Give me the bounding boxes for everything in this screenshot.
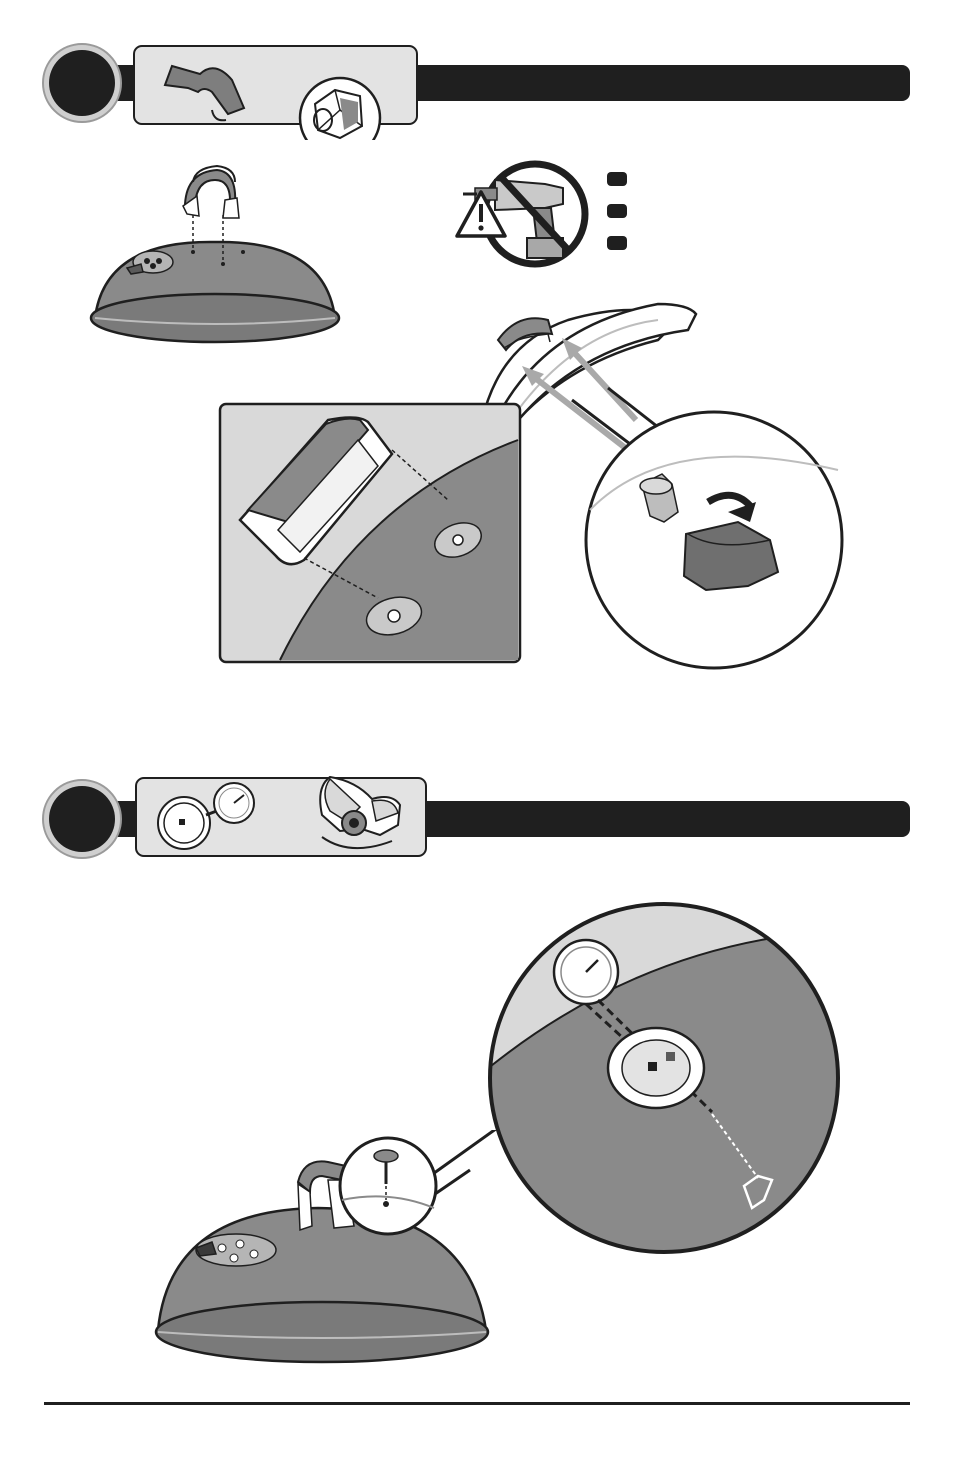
- wing-nut-icon: [298, 76, 382, 140]
- vent-plate-part: [606, 1026, 706, 1110]
- thermometer-zoom-circle: [486, 900, 846, 1260]
- warning-triangle-icon: [455, 190, 507, 238]
- handle-attach-detail: [218, 290, 858, 680]
- step-2-header: [0, 765, 954, 875]
- small-zoom-circle: [338, 1136, 438, 1236]
- no-power-drill-warning: [455, 158, 635, 270]
- thermometer-dial: [552, 938, 620, 1006]
- handle-part: [182, 164, 240, 219]
- wing-nut-icon: [319, 775, 402, 850]
- bullet-3: [607, 236, 627, 250]
- vent-plate-icon: [157, 796, 211, 850]
- footer-rule: [44, 1402, 910, 1405]
- bullet-1: [607, 172, 627, 186]
- step-1-header: [0, 30, 954, 140]
- bullet-2: [607, 204, 627, 218]
- wing-nut-zoom-circle: [584, 410, 844, 670]
- handle-bracket-icon: [163, 64, 246, 122]
- lid-with-handle-overview: [85, 160, 345, 355]
- thermometer-icon: [213, 782, 255, 824]
- handle-inset-panel: [218, 402, 522, 664]
- lid-thermometer-overview: [150, 1130, 500, 1370]
- wing-nut-part: [742, 1174, 774, 1210]
